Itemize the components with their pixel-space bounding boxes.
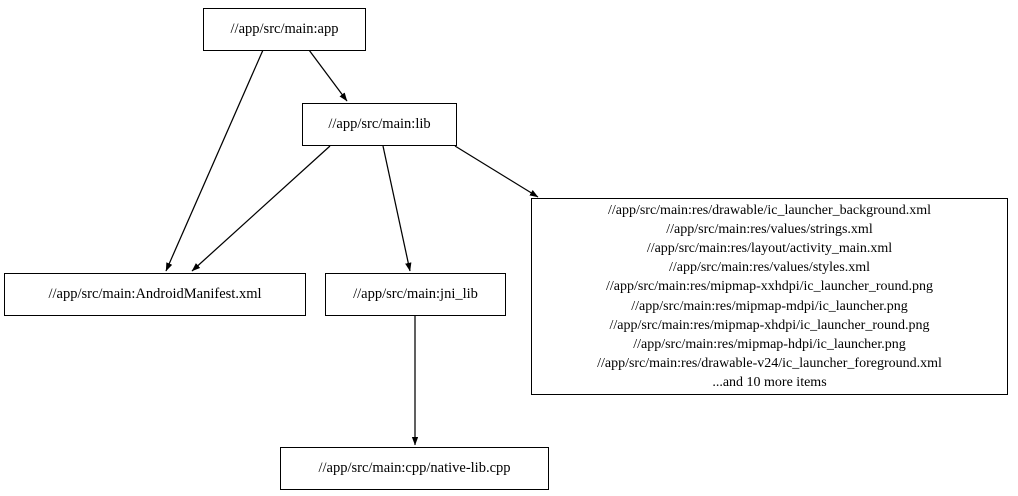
graph-node-android-manifest[interactable]: //app/src/main:AndroidManifest.xml <box>4 273 306 316</box>
graph-node-jni-lib-label: //app/src/main:jni_lib <box>353 286 478 302</box>
graph-node-jni-lib[interactable]: //app/src/main:jni_lib <box>325 273 506 316</box>
edge-app-to-manifest <box>165 49 264 272</box>
graph-node-app[interactable]: //app/src/main:app <box>203 8 366 51</box>
edge-lib-to-jni-lib <box>382 145 412 272</box>
graph-node-native-lib[interactable]: //app/src/main:cpp/native-lib.cpp <box>280 447 549 490</box>
edge-app-to-lib <box>308 49 348 102</box>
graph-node-res-group-label: //app/src/main:res/drawable/ic_launcher_… <box>597 203 942 390</box>
graph-node-android-manifest-label: //app/src/main:AndroidManifest.xml <box>48 286 262 302</box>
graph-node-lib[interactable]: //app/src/main:lib <box>302 103 457 146</box>
graph-node-app-label: //app/src/main:app <box>230 21 339 37</box>
edge-lib-to-res-group <box>454 145 539 198</box>
graph-node-lib-label: //app/src/main:lib <box>328 116 431 132</box>
graph-node-native-lib-label: //app/src/main:cpp/native-lib.cpp <box>318 460 511 476</box>
graph-node-res-group[interactable]: //app/src/main:res/drawable/ic_launcher_… <box>531 198 1008 395</box>
edge-lib-to-manifest <box>191 145 331 272</box>
